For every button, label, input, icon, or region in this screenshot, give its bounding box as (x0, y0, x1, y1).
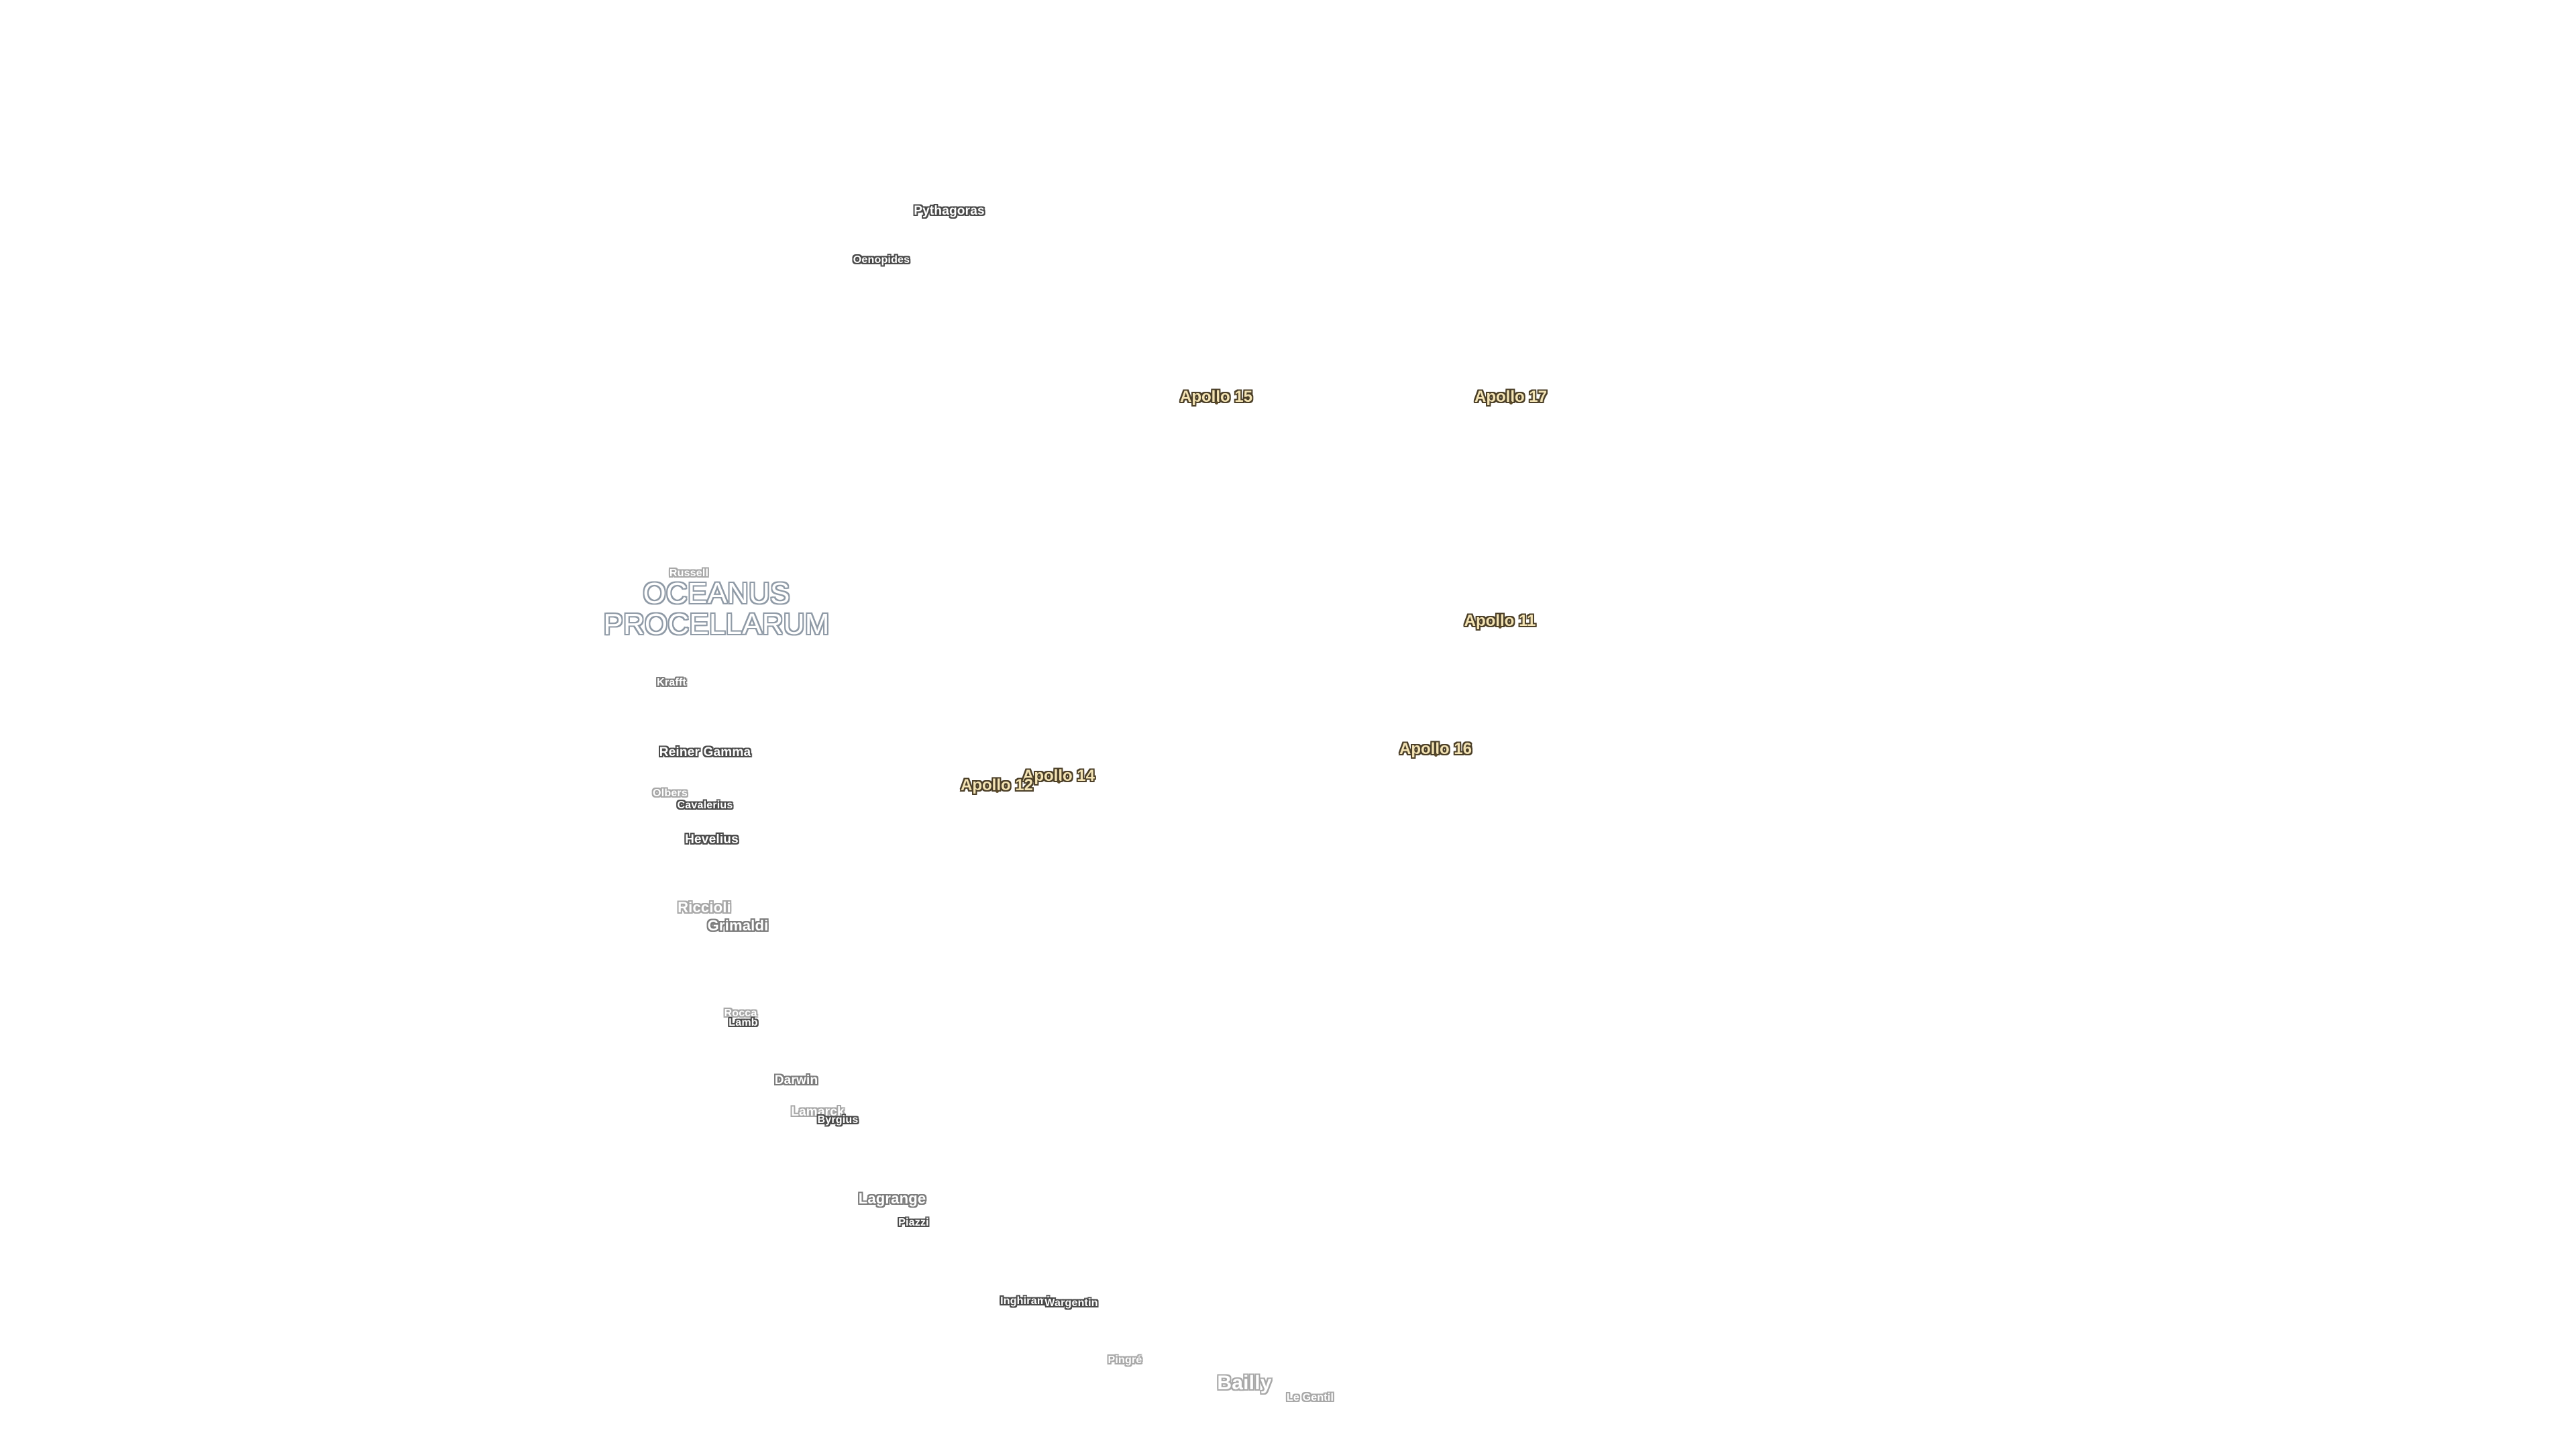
crater-label-reiner-gamma[interactable]: Reiner Gamma (659, 745, 751, 759)
mare-label-line-2: PROCELLARUM (603, 608, 830, 641)
crater-label-bailly[interactable]: Bailly (1217, 1372, 1272, 1394)
crater-label-cavalerius[interactable]: Cavalerius (677, 800, 733, 811)
crater-label-byrgius[interactable]: Byrgius (817, 1114, 859, 1126)
landing-site-apollo-16[interactable]: Apollo 16 (1399, 740, 1472, 759)
landing-site-apollo-14[interactable]: Apollo 14 (1022, 767, 1095, 786)
crater-label-pingre[interactable]: Pingré (1108, 1354, 1142, 1366)
crater-label-olbers[interactable]: Olbers (653, 788, 688, 799)
landing-site-apollo-11[interactable]: Apollo 11 (1464, 612, 1536, 631)
crater-label-grimaldi[interactable]: Grimaldi (707, 917, 769, 934)
crater-label-inghirami[interactable]: Inghirami (1000, 1295, 1050, 1307)
crater-label-russell[interactable]: Russell (669, 568, 709, 579)
landing-site-apollo-15[interactable]: Apollo 15 (1180, 388, 1252, 407)
landing-site-marker-icon (1057, 780, 1061, 784)
crater-label-lamb[interactable]: Lamb (729, 1017, 758, 1028)
landing-site-marker-icon (1509, 401, 1513, 405)
landing-site-marker-icon (1498, 625, 1502, 629)
crater-label-rocca[interactable]: Rocca (724, 1008, 757, 1019)
crater-label-wargentin[interactable]: Wargentin (1044, 1297, 1098, 1309)
landing-site-marker-icon (1434, 753, 1438, 757)
crater-label-pythagoras[interactable]: Pythagoras (914, 204, 985, 218)
crater-label-lagrange[interactable]: Lagrange (858, 1190, 926, 1207)
crater-label-le-gentil[interactable]: Le Gentil (1286, 1392, 1334, 1403)
landing-site-apollo-17[interactable]: Apollo 17 (1474, 388, 1547, 407)
crater-label-oenopides[interactable]: Oenopides (853, 254, 910, 266)
crater-label-piazzi[interactable]: Piazzi (898, 1217, 929, 1228)
landing-site-marker-icon (1214, 401, 1218, 405)
crater-label-krafft[interactable]: Krafft (657, 677, 686, 688)
crater-label-riccioli[interactable]: Riccioli (678, 899, 731, 916)
crater-label-darwin[interactable]: Darwin (774, 1073, 818, 1087)
landing-site-marker-icon (995, 790, 999, 793)
landing-site-apollo-12[interactable]: Apollo 12 (961, 776, 1033, 795)
crater-label-hevelius[interactable]: Hevelius (685, 833, 739, 847)
mare-label-oceanus-procellarum: OCEANUS PROCELLARUM (603, 578, 829, 640)
mare-label-line-1: OCEANUS (643, 577, 790, 610)
crater-label-lamarck[interactable]: Lamarck (791, 1105, 845, 1119)
